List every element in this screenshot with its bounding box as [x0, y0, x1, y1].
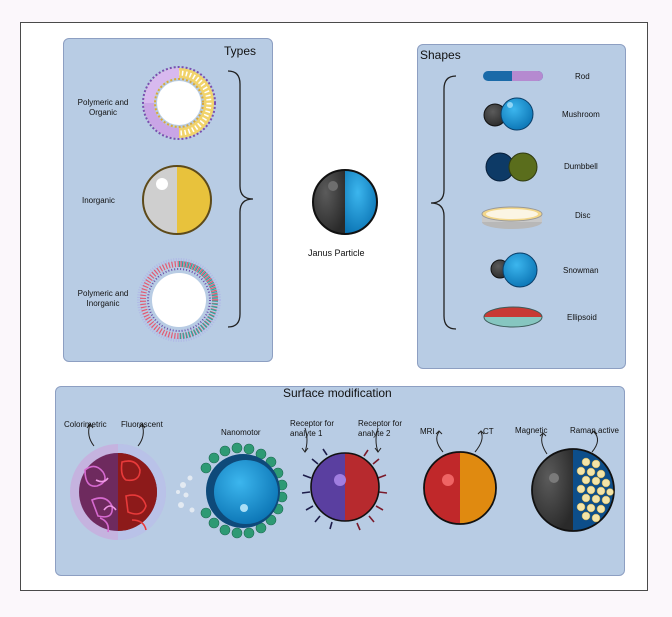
nanomotor-particle-icon: [176, 442, 288, 539]
polymeric-inorganic-vesicle-icon: [137, 258, 221, 342]
shapes-brace: [430, 75, 457, 330]
dumbbell-shape-icon: [485, 152, 538, 182]
label-magnetic: Magnetic: [515, 426, 548, 435]
inorganic-particle-icon: [142, 165, 212, 235]
type-label-polymeric-organic: Polymeric and Organic: [77, 98, 129, 117]
shapes-title: Shapes: [420, 48, 461, 62]
label-nanomotor: Nanomotor: [221, 428, 261, 437]
shape-label-ellipsoid: Ellipsoid: [567, 313, 597, 322]
shape-label-snowman: Snowman: [563, 266, 599, 275]
label-receptor-1: Receptor for analyte 1: [290, 419, 335, 438]
colorimetric-fluoroscent-particle-icon: [70, 423, 166, 540]
mushroom-shape-icon: [483, 97, 534, 131]
janus-particle-label: Janus Particle: [308, 248, 365, 258]
shape-label-mushroom: Mushroom: [562, 110, 600, 119]
janus-particle-icon: [312, 169, 378, 235]
mri-ct-particle-icon: [423, 430, 497, 525]
disc-shape-icon: [481, 206, 543, 229]
snowman-shape-icon: [490, 252, 538, 288]
polymeric-organic-vesicle-icon: [142, 66, 216, 140]
label-receptor-2: Receptor for analyte 2: [358, 419, 403, 438]
label-ct: CT: [483, 427, 494, 436]
type-label-inorganic: Inorganic: [82, 196, 115, 205]
shape-label-disc: Disc: [575, 211, 591, 220]
shape-label-rod: Rod: [575, 72, 590, 81]
types-title: Types: [224, 44, 257, 58]
rod-shape-icon: [483, 71, 543, 81]
type-label-polymeric-inorganic: Polymeric and Inorganic: [77, 289, 129, 308]
label-colorimetric: Colorimetric: [64, 420, 107, 429]
ellipsoid-shape-icon: [483, 306, 543, 328]
label-raman-active: Raman active: [570, 426, 619, 435]
surface-title: Surface modification: [283, 386, 392, 400]
label-fluoroscent: Fluoroscent: [121, 420, 163, 429]
magnetic-raman-particle-icon: [531, 430, 615, 532]
receptor-particle-icon: [301, 427, 388, 531]
shape-label-dumbbell: Dumbbell: [564, 162, 598, 171]
label-mri: MRI: [420, 427, 435, 436]
types-brace: [227, 70, 254, 328]
